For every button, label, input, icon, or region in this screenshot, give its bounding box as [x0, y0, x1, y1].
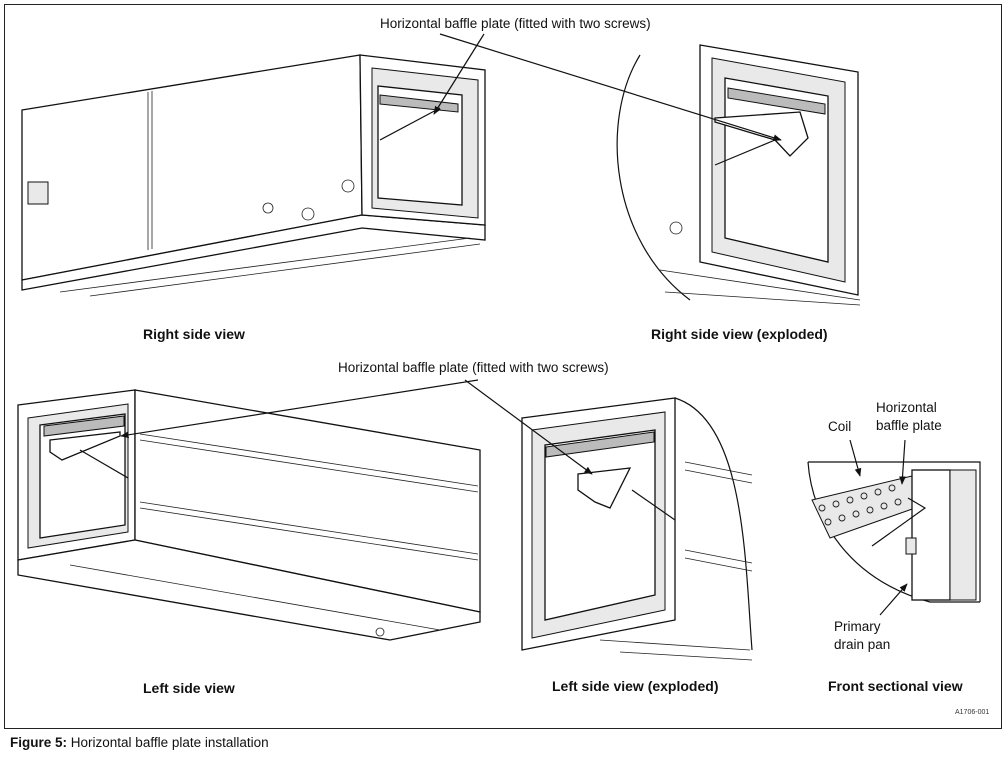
drain-pan-label-line1: Primary	[834, 619, 881, 634]
front-sectional-view-title: Front sectional view	[828, 678, 963, 694]
left-side-view-drawing	[17, 389, 481, 641]
left-side-view-title: Left side view	[143, 680, 235, 696]
left-side-view-exploded-drawing	[521, 397, 753, 661]
front-sectional-view-drawing	[807, 461, 981, 603]
right-side-view-title: Right side view	[143, 326, 245, 342]
coil-label: Coil	[828, 419, 852, 434]
figure-caption-text: Horizontal baffle plate installation	[70, 735, 269, 750]
right-side-view-exploded-drawing	[616, 44, 861, 306]
figure-number: Figure 5:	[10, 735, 68, 750]
drain-pan-label-line2: drain pan	[834, 637, 891, 652]
left-side-view-exploded-title: Left side view (exploded)	[552, 678, 719, 694]
figure-frame	[4, 4, 1002, 729]
figure-caption: Figure 5: Horizontal baffle plate instal…	[10, 735, 269, 750]
baffle-plate-label-line1: Horizontal	[876, 400, 937, 415]
callout-middle-label: Horizontal baffle plate (fitted with two…	[338, 360, 609, 375]
callout-leaders	[120, 33, 908, 616]
baffle-plate-label-line2: baffle plate	[876, 418, 942, 433]
figure-code: A1706-001	[955, 709, 990, 716]
right-side-view-exploded-title: Right side view (exploded)	[651, 326, 828, 342]
callout-top-label: Horizontal baffle plate (fitted with two…	[380, 16, 651, 31]
right-side-view-drawing	[21, 54, 486, 297]
